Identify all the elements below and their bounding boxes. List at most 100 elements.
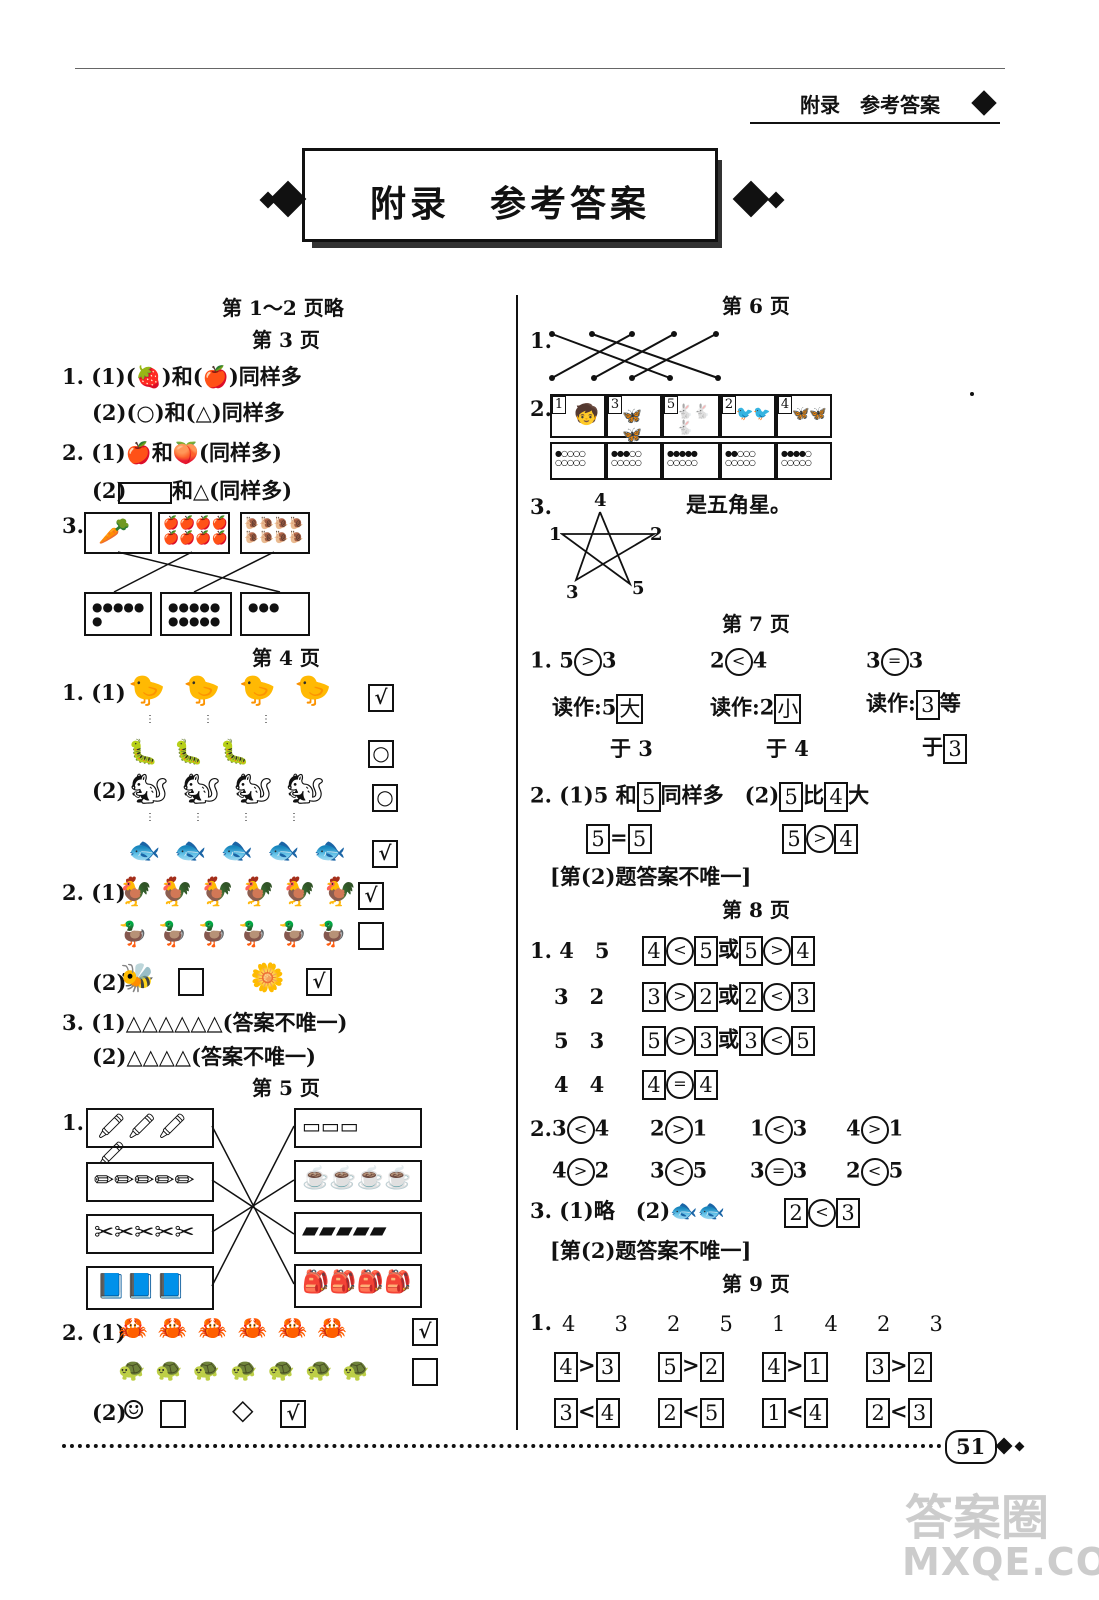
answer-box: 4 <box>595 1398 620 1428</box>
answer-box: 5 <box>642 1026 666 1056</box>
p5-q2-label: 2. (1) <box>62 1320 126 1345</box>
compare-circle: > <box>860 1116 889 1144</box>
p7-n5: 3 <box>866 647 881 673</box>
p7-n2: 3 <box>601 647 617 673</box>
p7-eq: 5=5 <box>586 824 652 854</box>
p8-row-label: 4 4 <box>554 1072 605 1097</box>
answer-box: 2 <box>699 1352 724 1382</box>
answer-box: 3 <box>694 1026 718 1056</box>
dots-10-box: ●●●●●●●●●● <box>160 592 232 636</box>
p9-number: 1 <box>772 1312 786 1336</box>
read-num: 2 <box>759 694 775 720</box>
watermark-logo: 答案圈 <box>905 1490 1050 1546</box>
page-heading-5: 第 5 页 <box>252 1076 320 1100</box>
p6-pic-2: 3🦋🦋 <box>606 394 662 444</box>
watermark-url: MXQE.COM <box>902 1540 1099 1584</box>
p9-number: 2 <box>667 1312 681 1336</box>
compare-circle: > <box>666 1027 694 1055</box>
answer-box: 4 <box>846 1115 861 1141</box>
check-box-11 <box>160 1400 186 1428</box>
answer-box: 3 <box>595 1352 620 1382</box>
compare-circle: < <box>808 1199 836 1227</box>
pencil-cases-box: ▭▭▭ <box>294 1108 422 1148</box>
p9-answer: 3>2 <box>866 1352 932 1382</box>
compare-sign: < <box>786 1398 804 1424</box>
answer-box: 5 <box>586 824 610 854</box>
bags-box: 🎒🎒🎒🎒 <box>294 1264 422 1308</box>
bee-icon: 🐝 <box>120 961 155 994</box>
turtles-picture: 🐢🐢🐢🐢🐢🐢🐢 <box>118 1358 380 1383</box>
p6-num-2: 3 <box>608 396 622 414</box>
p3-q2b-post: 和△(同样多) <box>172 478 293 503</box>
p6-pic-5: 4🦋🦋 <box>776 394 832 438</box>
p7-n6: 3 <box>908 647 924 673</box>
or-text: 或 <box>718 982 739 1008</box>
page-heading-6: 第 6 页 <box>722 294 790 318</box>
p9-number: 4 <box>562 1312 576 1336</box>
counter-box-5: ●●●●○○○○○○ <box>776 442 832 480</box>
answer-box: 3 <box>943 734 967 764</box>
p8-q2-item: 2>1 <box>650 1116 707 1144</box>
answer-box: 3 <box>750 1157 765 1183</box>
check-box-2: ○ <box>368 740 394 768</box>
read-num: 5 <box>601 694 617 720</box>
p9-number: 4 <box>824 1312 838 1336</box>
p7-n3: 2 <box>710 647 725 673</box>
p6-matching-lines <box>549 331 721 381</box>
compare-circle: > <box>806 825 834 853</box>
erasers-box: ▰▰▰▰▰ <box>294 1212 422 1254</box>
compare-sign: < <box>578 1398 596 1424</box>
p6-q3-text: 是五角星。 <box>686 492 791 517</box>
page-heading-4: 第 4 页 <box>252 646 320 670</box>
answer-box: 5 <box>739 936 763 966</box>
p3-q1a: 1. (1)(🍓)和(🍎)同样多 <box>62 364 302 389</box>
footer-diamond-small-icon <box>1014 1441 1025 1452</box>
star-num-2: 2 <box>650 524 663 545</box>
p8-q2-item: 3=3 <box>750 1158 807 1186</box>
check-box-7 <box>178 968 204 996</box>
ducks-picture: 🦆🦆🦆🦆🦆🦆 <box>118 920 358 948</box>
carrots-picture: 🥕 <box>84 512 152 554</box>
check-box-5: √ <box>358 882 384 910</box>
p4-q3a: 3. (1)△△△△△△(答案不唯一) <box>62 1010 348 1035</box>
star-num-4: 4 <box>594 490 607 511</box>
answer-box: 5 <box>699 1398 724 1428</box>
answer-box: 4 <box>694 1070 718 1100</box>
p7-q1-b: 2<4 <box>710 648 767 676</box>
compare-circle: = <box>666 1071 694 1099</box>
banner-box <box>302 148 718 242</box>
p7-n4: 4 <box>752 647 768 673</box>
compare-circle: = <box>880 648 909 676</box>
answer-box: 小 <box>774 694 802 724</box>
read-word: 于 <box>922 734 943 760</box>
banner-diamond-right-icon <box>732 180 770 218</box>
p6-pic-4: 2🐦🐦 <box>720 394 776 438</box>
header-underline <box>750 122 1000 124</box>
star-num-5: 5 <box>632 578 645 599</box>
compare-sign: > <box>682 1352 700 1378</box>
p9-number: 3 <box>614 1312 628 1336</box>
snails-picture: 🐌🐌🐌🐌🐌🐌🐌🐌 <box>240 512 310 554</box>
note-1: [第(2)题答案不唯一] <box>550 864 752 889</box>
p9-answer: 2<3 <box>866 1398 932 1428</box>
p7-cmp: 5>4 <box>782 824 858 854</box>
check-box-8: √ <box>306 968 332 996</box>
p3-q2b-pre: (2) <box>92 478 127 503</box>
p8-q3: 3. (1)略 (2)🐟🐟 <box>530 1200 725 1222</box>
compare-sign: < <box>890 1398 908 1424</box>
answer-box: 大 <box>616 694 644 724</box>
diamond-icon <box>971 90 997 116</box>
counter-box-1: ●○○○○○○○○○ <box>550 442 606 480</box>
p6-pic-1: 1🧒 <box>550 394 606 438</box>
banner-title: 附录 参考答案 <box>369 183 650 225</box>
answer-box: 2 <box>784 1198 808 1228</box>
compare-circle: > <box>763 937 791 965</box>
q3-text: 3. (1)略 (2) <box>530 1198 671 1223</box>
answer-box: 2 <box>907 1352 932 1382</box>
caterpillars-picture: 🐛🐛🐛 <box>128 738 266 766</box>
dots-7-box: ●●●●●● <box>84 592 152 636</box>
running-title: 附录 参考答案 <box>800 93 940 117</box>
